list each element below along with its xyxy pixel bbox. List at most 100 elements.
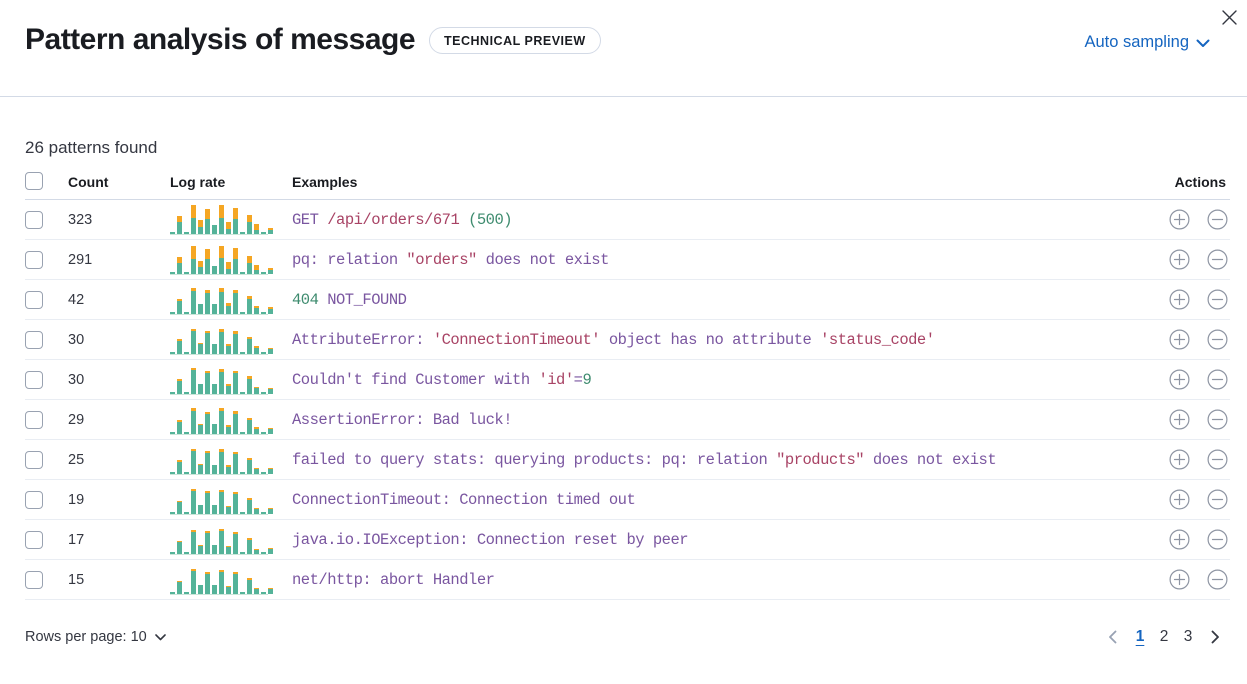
filter-in-button[interactable] bbox=[1169, 529, 1190, 550]
log-rate-sparkline bbox=[170, 284, 273, 315]
select-all-checkbox[interactable] bbox=[25, 172, 43, 190]
table-row: 19 ConnectionTimeout: Connection timed o… bbox=[25, 479, 1230, 520]
minus-in-circle-icon bbox=[1207, 209, 1228, 230]
log-rate-sparkline bbox=[170, 244, 273, 275]
row-checkbox[interactable] bbox=[25, 330, 43, 349]
table-row: 323 GET /api/orders/671 (500) bbox=[25, 199, 1230, 240]
minus-in-circle-icon bbox=[1207, 369, 1228, 390]
chevron-down-icon bbox=[1196, 39, 1210, 47]
row-checkbox[interactable] bbox=[25, 370, 43, 389]
pattern-count: 323 bbox=[68, 199, 170, 240]
pattern-count: 15 bbox=[68, 559, 170, 600]
plus-in-circle-icon bbox=[1169, 329, 1190, 350]
sampling-dropdown[interactable]: Auto sampling bbox=[1084, 33, 1210, 52]
row-checkbox[interactable] bbox=[25, 450, 43, 469]
filter-in-button[interactable] bbox=[1169, 329, 1190, 350]
table-row: 291 pq: relation "orders" does not exist bbox=[25, 239, 1230, 280]
close-icon bbox=[1221, 9, 1237, 25]
filter-out-button[interactable] bbox=[1207, 409, 1228, 430]
pattern-example: net/http: abort Handler bbox=[292, 570, 495, 589]
log-rate-sparkline bbox=[170, 404, 273, 435]
minus-in-circle-icon bbox=[1207, 409, 1228, 430]
filter-out-button[interactable] bbox=[1207, 569, 1228, 590]
plus-in-circle-icon bbox=[1169, 449, 1190, 470]
row-checkbox[interactable] bbox=[25, 250, 43, 269]
column-header-examples: Examples bbox=[292, 172, 1138, 200]
filter-in-button[interactable] bbox=[1169, 249, 1190, 270]
page-number-3[interactable]: 3 bbox=[1176, 625, 1200, 649]
minus-in-circle-icon bbox=[1207, 249, 1228, 270]
pattern-example: java.io.IOException: Connection reset by… bbox=[292, 530, 689, 549]
page-number-2[interactable]: 2 bbox=[1152, 625, 1176, 649]
filter-in-button[interactable] bbox=[1169, 449, 1190, 470]
technical-preview-badge: TECHNICAL PREVIEW bbox=[429, 26, 601, 54]
table-row: 30 AttributeError: 'ConnectionTimeout' o… bbox=[25, 319, 1230, 360]
filter-out-button[interactable] bbox=[1207, 249, 1228, 270]
patterns-table: Count Log rate Examples Actions 323 GET … bbox=[25, 172, 1230, 600]
sampling-label: Auto sampling bbox=[1084, 33, 1189, 51]
log-rate-sparkline bbox=[170, 564, 273, 595]
pattern-example: 404 NOT_FOUND bbox=[292, 290, 407, 309]
pattern-count: 30 bbox=[68, 359, 170, 400]
pattern-count: 291 bbox=[68, 239, 170, 280]
column-header-actions: Actions bbox=[1138, 172, 1230, 200]
flyout-body: 26 patterns found Count Log rate Example… bbox=[0, 138, 1247, 649]
plus-in-circle-icon bbox=[1169, 289, 1190, 310]
plus-in-circle-icon bbox=[1169, 569, 1190, 590]
log-rate-sparkline bbox=[170, 204, 273, 235]
next-page-button[interactable] bbox=[1209, 630, 1222, 644]
log-rate-sparkline bbox=[170, 484, 273, 515]
filter-in-button[interactable] bbox=[1169, 409, 1190, 430]
minus-in-circle-icon bbox=[1207, 329, 1228, 350]
filter-in-button[interactable] bbox=[1169, 569, 1190, 590]
row-checkbox[interactable] bbox=[25, 210, 43, 229]
filter-in-button[interactable] bbox=[1169, 289, 1190, 310]
pattern-count: 19 bbox=[68, 479, 170, 520]
table-row: 42 404 NOT_FOUND bbox=[25, 279, 1230, 320]
filter-out-button[interactable] bbox=[1207, 289, 1228, 310]
previous-page-button[interactable] bbox=[1106, 630, 1119, 644]
plus-in-circle-icon bbox=[1169, 249, 1190, 270]
filter-in-button[interactable] bbox=[1169, 209, 1190, 230]
table-row: 15 net/http: abort Handler bbox=[25, 559, 1230, 600]
pattern-count: 29 bbox=[68, 399, 170, 440]
page-title: Pattern analysis of message bbox=[25, 23, 416, 56]
pattern-example: ConnectionTimeout: Connection timed out bbox=[292, 490, 636, 509]
pattern-example: AssertionError: Bad luck! bbox=[292, 410, 513, 429]
table-row: 25 failed to query stats: querying produ… bbox=[25, 439, 1230, 480]
pattern-example: pq: relation "orders" does not exist bbox=[292, 250, 609, 269]
filter-out-button[interactable] bbox=[1207, 529, 1228, 550]
row-checkbox[interactable] bbox=[25, 530, 43, 549]
page-number-1[interactable]: 1 bbox=[1128, 625, 1152, 649]
filter-out-button[interactable] bbox=[1207, 489, 1228, 510]
chevron-left-icon bbox=[1109, 630, 1117, 644]
rows-per-page-dropdown[interactable]: Rows per page: 10 bbox=[25, 629, 166, 645]
pattern-count: 25 bbox=[68, 439, 170, 480]
row-checkbox[interactable] bbox=[25, 410, 43, 429]
log-rate-sparkline bbox=[170, 324, 273, 355]
minus-in-circle-icon bbox=[1207, 449, 1228, 470]
filter-out-button[interactable] bbox=[1207, 369, 1228, 390]
minus-in-circle-icon bbox=[1207, 489, 1228, 510]
row-checkbox[interactable] bbox=[25, 490, 43, 509]
minus-in-circle-icon bbox=[1207, 529, 1228, 550]
row-checkbox[interactable] bbox=[25, 570, 43, 589]
filter-in-button[interactable] bbox=[1169, 489, 1190, 510]
table-header-row: Count Log rate Examples Actions bbox=[25, 172, 1230, 200]
row-checkbox[interactable] bbox=[25, 290, 43, 309]
filter-out-button[interactable] bbox=[1207, 209, 1228, 230]
table-row: 17 java.io.IOException: Connection reset… bbox=[25, 519, 1230, 560]
filter-in-button[interactable] bbox=[1169, 369, 1190, 390]
filter-out-button[interactable] bbox=[1207, 329, 1228, 350]
table-row: 29 AssertionError: Bad luck! bbox=[25, 399, 1230, 440]
rows-per-page-label: Rows per page: 10 bbox=[25, 629, 147, 645]
column-header-count: Count bbox=[68, 172, 170, 200]
filter-out-button[interactable] bbox=[1207, 449, 1228, 470]
log-rate-sparkline bbox=[170, 364, 273, 395]
plus-in-circle-icon bbox=[1169, 369, 1190, 390]
close-button[interactable] bbox=[1216, 4, 1242, 30]
flyout-header: Pattern analysis of message TECHNICAL PR… bbox=[0, 0, 1247, 97]
minus-in-circle-icon bbox=[1207, 289, 1228, 310]
